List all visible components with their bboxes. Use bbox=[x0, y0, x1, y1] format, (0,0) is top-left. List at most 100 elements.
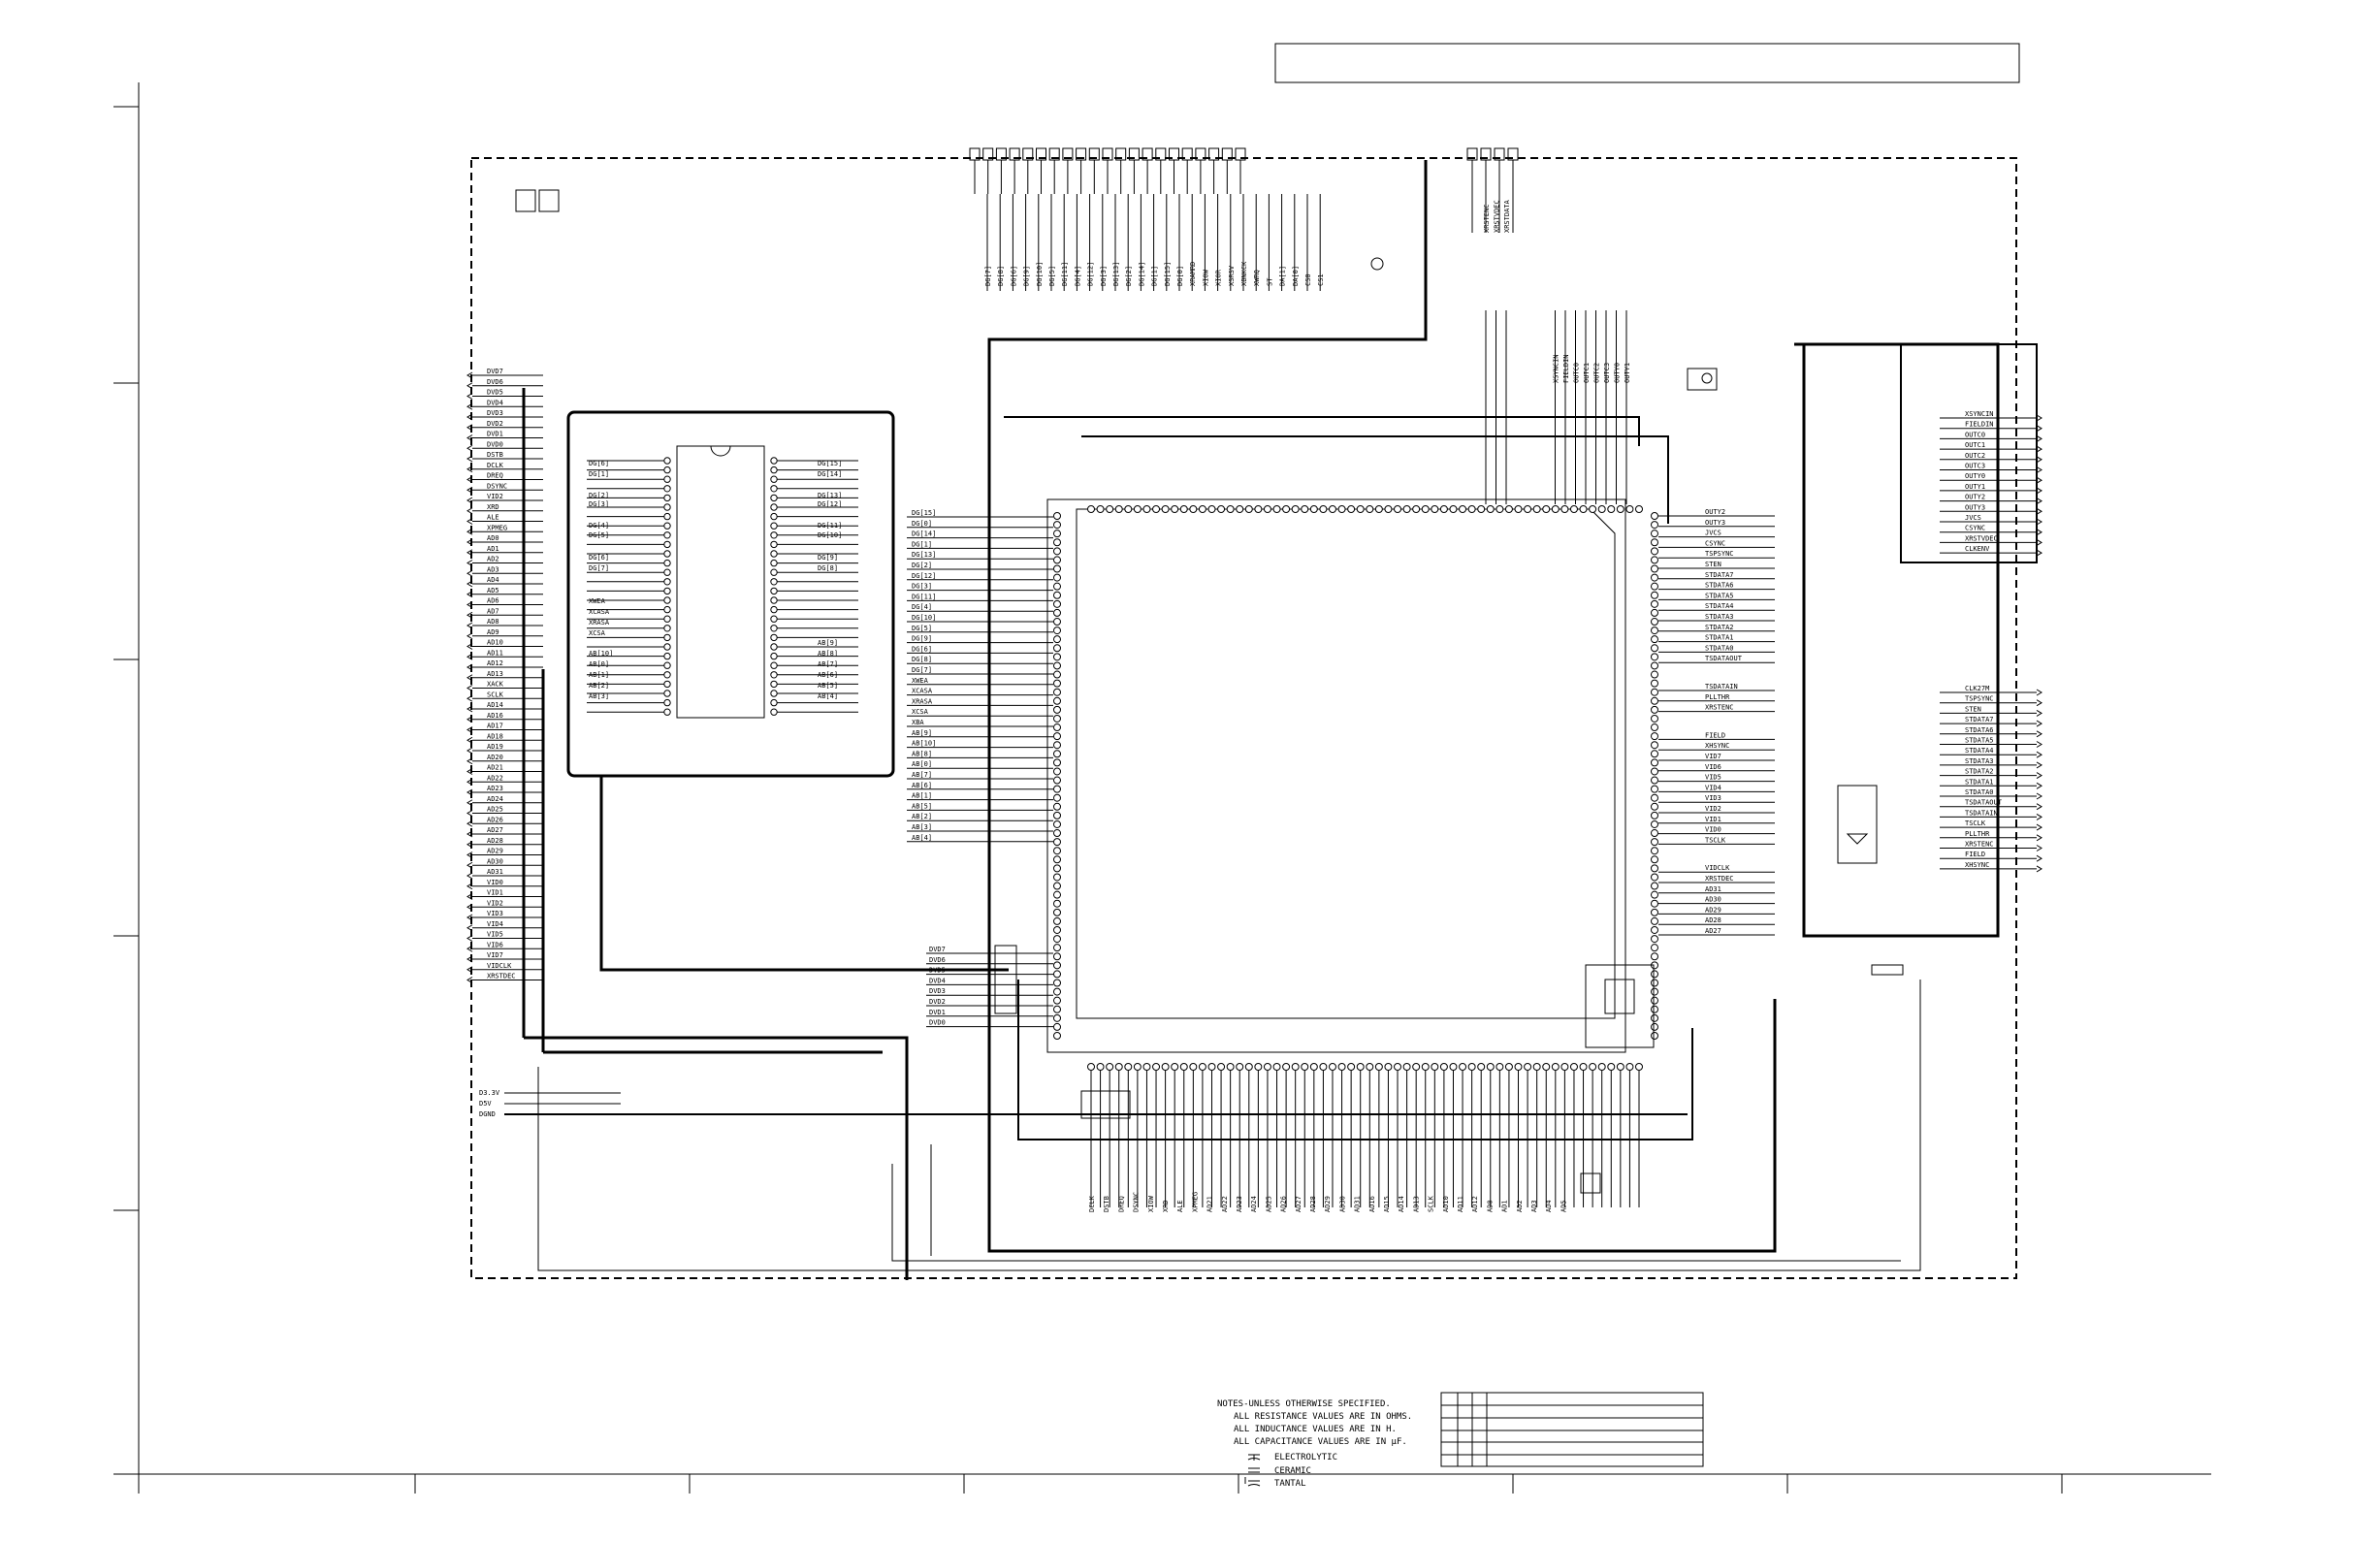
ic-right-label: VID1 bbox=[1705, 816, 1721, 823]
left-connector-label: AD17 bbox=[487, 723, 503, 730]
right-connector-label: OUTC0 bbox=[1965, 431, 1985, 438]
ic-right-label: VID0 bbox=[1705, 826, 1721, 834]
left-connector-arrow bbox=[466, 966, 473, 974]
memory-pin bbox=[663, 494, 671, 502]
memory-left-label: XWEA bbox=[589, 597, 606, 605]
left-connector-label: AD13 bbox=[487, 670, 503, 678]
ic-pin-left bbox=[1053, 979, 1061, 987]
ic-pin-top bbox=[1319, 505, 1328, 513]
left-connector-arrow bbox=[466, 455, 473, 463]
memory-pin bbox=[770, 485, 778, 493]
bottom-bus-label: AD12 bbox=[1471, 1196, 1479, 1212]
ic-pin-top bbox=[1124, 505, 1133, 513]
ic-pin-left bbox=[1053, 705, 1061, 714]
power-label-d33: D3.3V bbox=[479, 1089, 500, 1097]
ic-pin-bottom bbox=[1459, 1063, 1467, 1071]
ic-pin-right bbox=[1651, 591, 1658, 599]
left-connector-arrow bbox=[466, 757, 473, 765]
ic-pin-top bbox=[1374, 505, 1383, 513]
ic-pin-bottom bbox=[1207, 1063, 1216, 1071]
ic-left-bus-label: AB[6] bbox=[912, 782, 932, 789]
left-connector-arrow bbox=[466, 601, 473, 608]
ic-pin-right bbox=[1651, 811, 1658, 819]
right-connector-label: TSDATAOUT bbox=[1965, 799, 2003, 807]
ic-pin-bottom bbox=[1431, 1063, 1439, 1071]
ic-right-label: AD29 bbox=[1705, 906, 1721, 914]
ic-pin-left bbox=[1053, 538, 1061, 547]
left-connector-arrow bbox=[466, 371, 473, 379]
ic-pin-left bbox=[1053, 732, 1061, 741]
ic-pin-left bbox=[1053, 714, 1061, 723]
ic-top-label: XRSTDATA bbox=[1503, 199, 1511, 233]
ic-pin-bottom bbox=[1133, 1063, 1142, 1071]
ic-right-label: AD27 bbox=[1705, 927, 1721, 935]
top-bus-label: XIOW bbox=[1202, 269, 1209, 286]
ic-pin-top bbox=[1560, 505, 1569, 513]
ic-pin-top bbox=[1486, 505, 1495, 513]
ic-pin-bottom bbox=[1161, 1063, 1170, 1071]
ic-left-bus-label: XWEA bbox=[912, 677, 929, 685]
left-connector-arrow bbox=[466, 799, 473, 807]
ic-pin-top bbox=[1542, 505, 1551, 513]
ic-pin-left bbox=[1053, 819, 1061, 828]
ic-right-label: STDATA4 bbox=[1705, 602, 1734, 610]
ic-pin-left bbox=[1053, 776, 1061, 785]
ic-pin-right bbox=[1651, 608, 1658, 617]
ic-pin-top bbox=[1449, 505, 1458, 513]
ic-pin-bottom bbox=[1309, 1063, 1318, 1071]
ic-right-label: STDATA0 bbox=[1705, 644, 1734, 652]
ic-right-label: VIDCLK bbox=[1705, 864, 1730, 872]
left-connector-arrow bbox=[466, 424, 473, 432]
ic-pin-bottom bbox=[1532, 1063, 1541, 1071]
ic-pin-bottom bbox=[1439, 1063, 1448, 1071]
left-connector-arrow bbox=[466, 611, 473, 619]
ic-pin-right bbox=[1651, 908, 1658, 916]
right-connector-arrow bbox=[2036, 782, 2042, 789]
memory-right-label: DG[13] bbox=[818, 492, 842, 499]
ic-pin-top bbox=[1106, 505, 1114, 513]
ic-pin-right bbox=[1651, 802, 1658, 811]
right-connector-arrow bbox=[2036, 518, 2042, 526]
ic-pin-bottom bbox=[1356, 1063, 1365, 1071]
left-connector-arrow bbox=[466, 569, 473, 577]
top-bus-label: DG[15] bbox=[1164, 262, 1172, 286]
ic-pin-left bbox=[1053, 916, 1061, 925]
ic-pin-left bbox=[1053, 961, 1061, 970]
left-connector-arrow bbox=[466, 903, 473, 911]
memory-pin bbox=[770, 466, 778, 474]
memory-right-label: DG[8] bbox=[818, 564, 838, 572]
ic-pin-bottom bbox=[1467, 1063, 1476, 1071]
note-line-2: ALL RESISTANCE VALUES ARE IN OHMS. bbox=[1234, 1412, 1412, 1422]
ic-pin-top bbox=[1244, 505, 1253, 513]
left-connector-label: VID0 bbox=[487, 879, 503, 886]
ic-pin-right bbox=[1651, 556, 1658, 564]
ic-pin-bottom bbox=[1402, 1063, 1411, 1071]
ic-pin-bottom bbox=[1569, 1063, 1578, 1071]
ic-pin-top bbox=[1198, 505, 1206, 513]
tantal-symbol bbox=[1247, 1480, 1261, 1487]
left-connector-label: DVD2 bbox=[487, 420, 503, 428]
top-bus-label: DA[0] bbox=[1292, 266, 1300, 286]
left-connector-arrow bbox=[466, 694, 473, 702]
memory-right-label: AB[9] bbox=[818, 639, 838, 647]
left-connector-arrow bbox=[466, 935, 473, 942]
ic-pin-right bbox=[1651, 705, 1658, 714]
right-connector-label: PLLTHR bbox=[1965, 830, 1990, 838]
memory-right-label: AB[8] bbox=[818, 650, 838, 658]
left-connector-arrow bbox=[466, 851, 473, 858]
ic-top-label: XRSTENC bbox=[1483, 204, 1491, 233]
ic-right-label: VID3 bbox=[1705, 794, 1721, 802]
memory-pin bbox=[663, 643, 671, 651]
ic-pin-left bbox=[1053, 996, 1061, 1005]
left-connector-arrow bbox=[466, 924, 473, 932]
memory-pin bbox=[663, 540, 671, 549]
legend-electrolytic: ELECTROLYTIC bbox=[1274, 1453, 1337, 1462]
right-connector-arrow bbox=[2036, 498, 2042, 505]
ic-pin-bottom bbox=[1244, 1063, 1253, 1071]
memory-pin bbox=[770, 568, 778, 576]
legend-ceramic: CERAMIC bbox=[1274, 1466, 1311, 1476]
right-connector-arrow bbox=[2036, 813, 2042, 820]
right-connector-arrow bbox=[2036, 476, 2042, 484]
ic-pin-bottom bbox=[1496, 1063, 1504, 1071]
memory-left-label: AB[1] bbox=[589, 671, 609, 679]
